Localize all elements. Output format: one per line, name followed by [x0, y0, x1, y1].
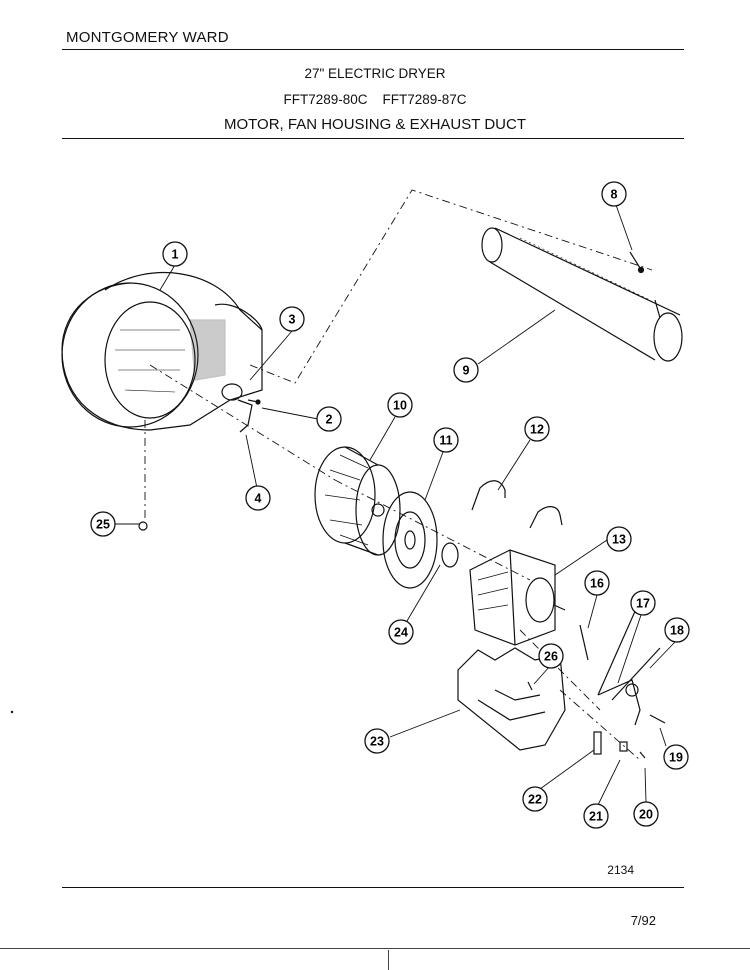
callout-21: 21 [583, 803, 609, 829]
callout-1: 1 [162, 241, 188, 267]
date-code: 7/92 [630, 913, 656, 928]
svg-text:20: 20 [639, 808, 653, 822]
callout-2: 2 [316, 406, 342, 432]
svg-text:25: 25 [96, 518, 110, 532]
callout-17: 17 [630, 590, 656, 616]
callout-3: 3 [279, 306, 305, 332]
callout-23: 23 [364, 728, 390, 754]
callout-12: 12 [524, 416, 550, 442]
svg-text:4: 4 [255, 492, 262, 506]
callout-26: 26 [538, 643, 564, 669]
callout-19: 19 [663, 744, 689, 770]
small-bracket-parts [221, 383, 261, 433]
stray-dot [10, 710, 14, 714]
idler-assembly [597, 599, 661, 726]
svg-text:11: 11 [439, 434, 452, 448]
part-callouts: 1 2 3 4 8 9 10 11 12 13 16 17 18 19 20 2… [90, 181, 690, 829]
leader-lines [115, 204, 676, 806]
figure-number: 2134 [607, 863, 634, 877]
svg-text:16: 16 [590, 577, 604, 591]
svg-text:12: 12 [530, 423, 544, 437]
callout-20: 20 [633, 801, 659, 827]
callout-16: 16 [584, 570, 610, 596]
callout-18: 18 [664, 617, 690, 643]
header-rule [62, 49, 684, 50]
screw-25 [138, 521, 148, 531]
callout-10: 10 [387, 392, 413, 418]
page-edge-rule [0, 948, 750, 949]
motor-straps [471, 480, 563, 529]
footer-rule [62, 887, 684, 888]
callout-9: 9 [453, 357, 479, 383]
svg-text:3: 3 [289, 313, 296, 327]
product-title: 27" ELECTRIC DRYER [304, 66, 446, 81]
exhaust-duct [481, 227, 683, 362]
callout-11: 11 [433, 427, 459, 453]
fan-housing [61, 271, 263, 431]
svg-text:17: 17 [636, 597, 650, 611]
brand-name: MONTGOMERY WARD [66, 29, 229, 46]
page-edge-tick [388, 950, 389, 970]
drive-motor [469, 549, 566, 646]
svg-text:10: 10 [393, 399, 407, 413]
spring [579, 624, 589, 661]
svg-text:22: 22 [528, 793, 542, 807]
svg-text:2: 2 [326, 413, 333, 427]
svg-text:8: 8 [611, 188, 618, 202]
title-rule [62, 138, 684, 139]
screw-19 [649, 714, 666, 724]
screw-26 [527, 681, 533, 691]
callout-25: 25 [90, 511, 116, 537]
callout-13: 13 [606, 526, 632, 552]
svg-text:26: 26 [544, 650, 558, 664]
assembly-guide-lines [144, 189, 653, 761]
svg-text:13: 13 [612, 533, 626, 547]
screw-20 [639, 751, 646, 759]
pulley [382, 491, 438, 589]
svg-text:19: 19 [669, 751, 683, 765]
nut-21 [619, 741, 628, 752]
callout-4: 4 [245, 485, 271, 511]
retaining-clip [441, 542, 459, 568]
model-numbers: FFT7289-80C FFT7289-87C [283, 92, 467, 107]
blower-wheel [314, 446, 401, 556]
callout-24: 24 [388, 619, 414, 645]
svg-text:18: 18 [670, 624, 684, 638]
svg-text:21: 21 [589, 810, 603, 824]
callout-22: 22 [522, 786, 548, 812]
idler-pin-22 [593, 731, 602, 755]
svg-text:9: 9 [463, 364, 470, 378]
svg-text:1: 1 [172, 248, 179, 262]
svg-text:23: 23 [370, 735, 384, 749]
svg-text:24: 24 [394, 626, 408, 640]
callout-8: 8 [601, 181, 627, 207]
section-title: MOTOR, FAN HOUSING & EXHAUST DUCT [224, 116, 526, 133]
screw-8 [629, 251, 641, 269]
